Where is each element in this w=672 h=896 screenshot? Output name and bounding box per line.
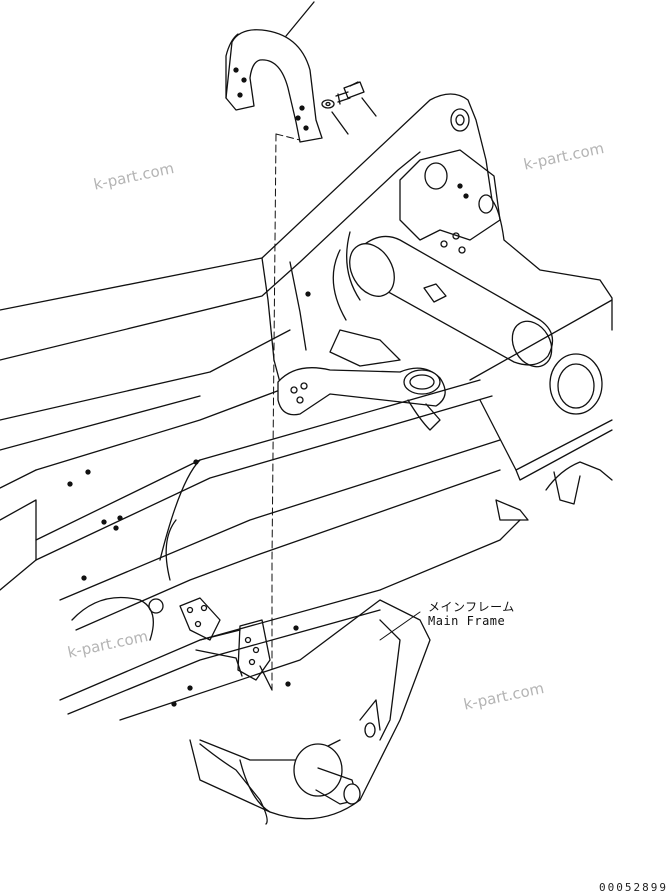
install-guide-line [271,133,277,691]
main-frame-body [0,93,613,825]
drawing-code: 00052899 [599,881,668,894]
part-label-japanese: メインフレーム [428,600,515,614]
part-label-english: Main Frame [428,614,506,628]
bracket-part [225,29,323,143]
main-frame-leader-line [379,611,421,641]
bolt-part [335,81,365,105]
washer-leader-line [331,111,349,135]
washer-part [321,99,335,109]
bracket-leader-line [285,1,315,37]
bolt-leader-line [361,97,377,117]
